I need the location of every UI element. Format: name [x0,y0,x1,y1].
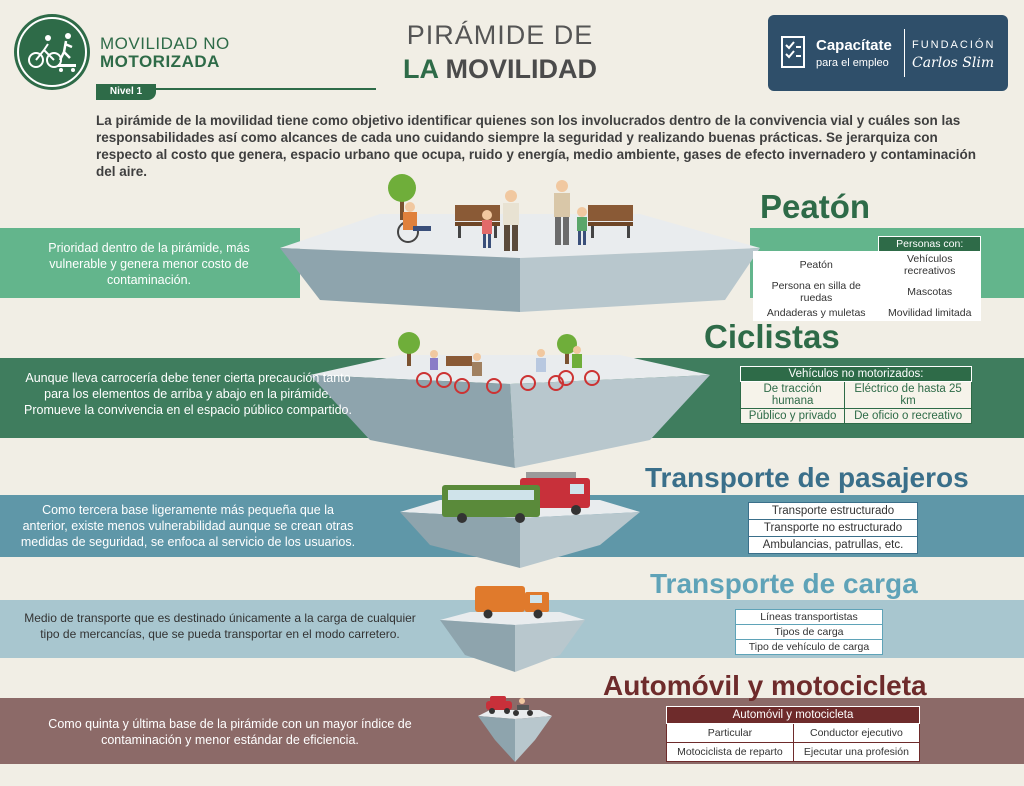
pedestrian-child [482,210,492,248]
bicycle-rider-icon [454,353,502,394]
level-description-auto: Como quinta y última base de la pirámide… [48,717,412,747]
brand-subtitle: para el empleo [816,57,889,69]
table-cell: Ejecutar una profesión [792,742,921,762]
foundation-name: Carlos Slim [912,55,995,71]
page-title-line2: LA MOVILIDAD [380,54,620,85]
bicycle-icon [17,17,87,87]
tree-icon [557,334,577,364]
level-divider [96,88,376,90]
table-cell: De tracción humana [739,381,846,409]
table-auto: Automóvil y motocicleta Particular Condu… [666,706,921,762]
level-description-ciclistas: Aunque lleva carrocería debe tener ciert… [24,371,352,417]
pyramid-side-left-5 [478,716,515,762]
level-description-pasajeros: Como tercera base ligeramente más pequeñ… [20,503,356,549]
wheelchair-icon [397,202,431,243]
table-cell: Tipo de vehículo de carga [735,639,883,655]
table-cell: Motociclista de reparto [666,742,794,762]
table-header: Personas con: [878,236,981,252]
foundation-label: FUNDACIÓN [912,39,996,51]
table-cell: Mascotas [878,278,981,306]
bicycle-rider-icon [520,349,564,391]
table-carga: Líneas transportistas Tipos de carga Tip… [735,609,883,655]
logo-title-line1: MOVILIDAD NO [100,34,230,53]
motorcycle-icon [513,698,533,716]
garbage-truck-icon [475,586,549,619]
bench-icon [446,356,472,366]
table-cell: Ambulancias, patrullas, etc. [748,536,918,554]
bench-icon [588,205,633,238]
table-cell: Persona en silla de ruedas [752,278,880,306]
car-icon [486,696,512,714]
table-ciclistas: Vehículos no motorizados: De tracción hu… [739,366,972,424]
table-header: Vehículos no motorizados: [740,366,972,382]
bicycle-rider-icon [558,346,600,386]
pyramid-side-right-5 [515,716,552,762]
table-cell: Público y privado [739,408,846,424]
tree-icon [388,174,416,220]
level-description-peaton: Prioridad dentro de la pirámide, más vul… [48,241,250,287]
table-header: Automóvil y motocicleta [666,706,920,724]
pyramid-side-left-4 [440,620,515,672]
table-cell: Transporte estructurado [748,502,918,520]
table-cell: Movilidad limitada [878,305,981,321]
level-title-auto: Automóvil y motocicleta [603,670,927,701]
level-title-pasajeros: Transporte de pasajeros [645,462,969,493]
page-title-line1: PIRÁMIDE DE [406,20,594,50]
table-cell: Andaderas y muletas [752,305,880,321]
level-badge: Nivel 1 [96,84,156,100]
pedestrian-adult [554,180,570,245]
table-cell: De oficio o recreativo [844,408,972,424]
logo-title-line2: MOTORIZADA [100,52,220,71]
band-peaton-left [0,228,300,298]
level-title-peaton: Peatón [760,188,871,225]
page-title-main: MOVILIDAD [445,54,598,84]
pyramid-top-4 [440,612,585,625]
table-cell: Peatón [752,251,880,279]
table-cell: Transporte no estructurado [748,519,918,537]
brand-divider [904,29,905,77]
skateboard-icon [58,64,76,67]
table-cell: Líneas transportistas [735,609,883,625]
bus-icon [442,485,540,523]
logo-emblem [14,14,90,90]
page-title-prefix: LA [402,54,438,84]
pyramid-side-right-1 [520,248,760,312]
level-title-carga: Transporte de carga [650,568,918,599]
table-cell: Conductor ejecutivo [792,723,921,743]
pedestrian-elder [503,190,519,251]
table-pasajeros: Transporte estructurado Transporte no es… [748,502,918,554]
checklist-icon [781,36,805,68]
level-description-carga: Medio de transporte que es destinado úni… [24,611,416,641]
pyramid-side-right-3 [520,512,640,568]
pedestrian-child-2 [577,207,587,245]
bicycle-rider-icon [416,350,452,388]
table-cell: Vehículos recreativos [878,251,981,279]
pyramid-side-left-3 [400,512,520,568]
intro-text: La pirámide de la movilidad tiene como o… [96,113,976,179]
table-cell: Particular [666,723,794,743]
pyramid-side-right-4 [515,620,585,672]
table-cell: Eléctrico de hasta 25 km [844,381,972,409]
pyramid-side-left-1 [280,248,520,312]
tree-icon [398,332,420,366]
pyramid-side-right-2 [510,375,710,468]
pyramid-side-left-2 [310,375,515,468]
brand-name: Capacítate [816,37,892,54]
level-title-ciclistas: Ciclistas [704,318,840,355]
table-cell: Tipos de carga [735,624,883,640]
brand-logo: Capacítate para el empleo FUNDACIÓN Carl… [768,15,1008,91]
